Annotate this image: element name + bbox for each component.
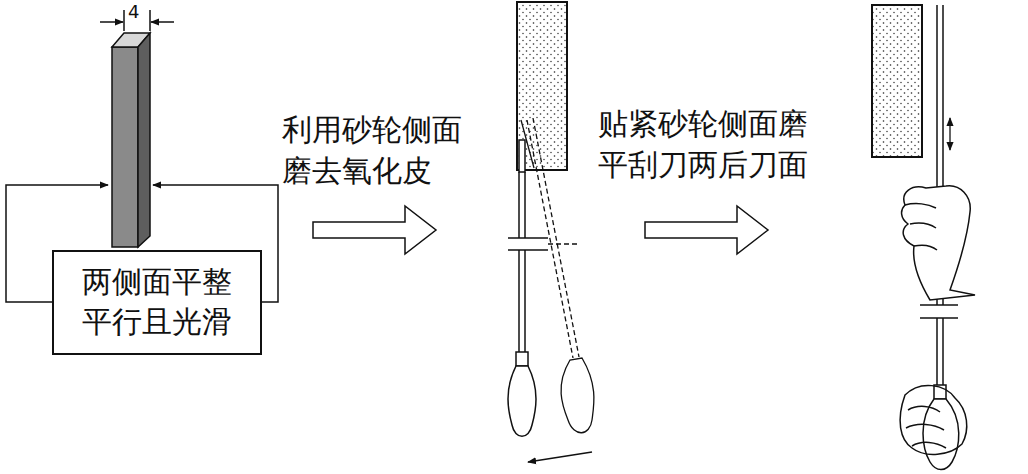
scraper [508,140,548,436]
tilted-scraper [521,120,534,168]
tilted-scraper [561,358,594,433]
scraper [920,304,958,306]
hand [905,204,937,250]
step-note: 利用砂轮侧面 磨去氧化皮 [282,110,474,191]
motion-arrow [528,452,592,462]
scraper-blade [123,10,125,31]
hand [902,186,975,300]
scraper [524,250,526,352]
scraper-blade [112,47,138,247]
scraper [524,172,526,238]
scraper [936,318,938,385]
scraper [516,352,528,366]
scraper-blade [151,21,174,23]
scraper-blade [100,21,123,23]
tilted-scraper [521,118,594,433]
tilted-scraper [533,118,579,357]
scraper [920,317,958,319]
handle-and-hand [923,399,959,470]
grinding-wheel [872,5,922,157]
hand [902,186,975,300]
tilted-scraper [548,243,580,244]
note-box: 两侧面平整 平行且光滑 [52,250,262,355]
motion-arrow [949,118,950,150]
dimension-value: 4 [128,0,139,24]
handle-and-hand [900,385,967,470]
handle-and-hand [900,385,967,454]
scraper-blade [138,33,150,247]
step-note: 贴紧砂轮侧面磨 平刮刀两后刀面 [598,104,820,185]
scraper [518,172,520,238]
tilted-scraper [527,120,573,358]
scraper [508,237,548,239]
scraper [942,318,944,385]
scraper [518,250,520,352]
scraper [519,140,525,172]
box-text: 两侧面平整 平行且光滑 [76,262,238,343]
hollow-arrow [645,206,768,254]
scraper-blade [100,10,174,247]
hollow-arrow [313,206,436,254]
scraper-blade [149,10,151,31]
handle-and-hand [906,406,946,448]
scraper [508,249,548,251]
scraper [508,366,536,436]
